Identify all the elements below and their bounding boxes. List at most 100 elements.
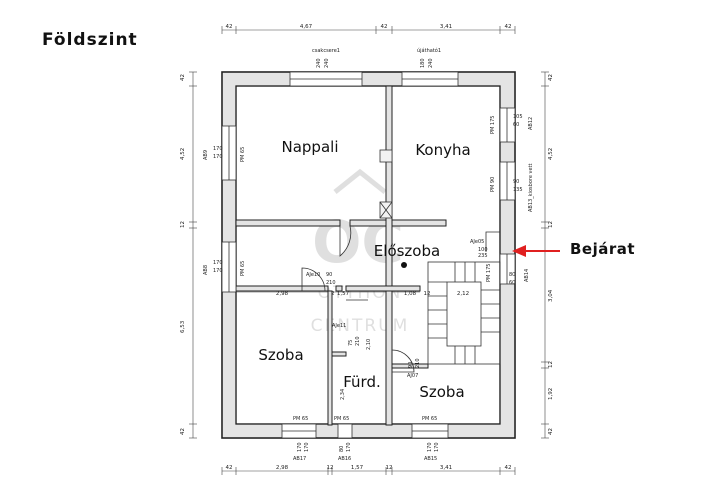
dim-left-2: 4,52: [180, 148, 186, 160]
ab17-h: 170: [304, 442, 310, 452]
room-bathroom-label: Fürd.: [343, 373, 381, 391]
dim-bottom-2: 2,98: [276, 465, 289, 471]
hall-light-marker: [401, 262, 407, 268]
room-hall-label: Előszoba: [374, 242, 440, 260]
dim-int-4: 12: [424, 291, 431, 297]
ab12-w: 105: [513, 114, 523, 120]
watermark-line2: CENTRUM: [311, 316, 410, 336]
ab8-name: AB8: [203, 265, 209, 275]
watermark-roof-icon: [333, 168, 387, 194]
door-living: [339, 225, 352, 257]
door-entrance: [485, 231, 500, 252]
windows: [221, 71, 516, 439]
ab8-w: 170: [213, 260, 223, 266]
ab17-w: 170: [297, 442, 303, 452]
dim-top-1: 42: [226, 24, 233, 30]
aj05-w: 100: [478, 247, 488, 253]
window-ab16: [337, 423, 353, 439]
ab14-name: AB14: [524, 269, 530, 282]
dim-right-6: 1,92: [548, 388, 554, 400]
ab17-name: AB17: [293, 456, 306, 462]
ab14-w: 80: [509, 272, 515, 278]
window-top-right-label: újátható1: [417, 47, 441, 54]
page-title: Földszint: [42, 30, 138, 50]
ab15-w: 170: [427, 442, 433, 452]
ab14-h: 60: [509, 280, 515, 286]
dim-right-1: 42: [548, 74, 554, 81]
window-top-right-h: 240: [428, 58, 434, 68]
dim-bottom-6: 3,41: [440, 465, 452, 471]
ab15-name: AB15: [424, 456, 437, 462]
ab8-pm: PM 65: [240, 261, 246, 276]
dim-bottom-7: 42: [505, 465, 512, 471]
ab8-h: 170: [213, 268, 223, 274]
dim-bottom-5: 12: [386, 465, 393, 471]
ab17-pm: PM 65: [293, 416, 308, 422]
dim-right-3: 12: [548, 221, 554, 228]
ab9-w: 170: [213, 146, 223, 152]
dim-int-1: 2,98: [276, 291, 289, 297]
ab16-h: 170: [346, 442, 352, 452]
dimension-texts: 42 4,67 42 3,41 42 42 2,98 12 1,57 12 3,…: [180, 24, 554, 471]
ab13-h: 135: [513, 187, 523, 193]
aj11-name: AJe11: [332, 323, 346, 329]
dim-left-1: 42: [180, 74, 186, 81]
door-room-right: [391, 349, 415, 373]
staircase: [427, 261, 501, 365]
ab13-name: AB13_kiosbore vett: [528, 163, 534, 212]
aj10-h: 210: [326, 280, 336, 286]
dim-left-5: 42: [180, 428, 186, 435]
dim-top-2: 4,67: [300, 24, 313, 30]
window-top-left-h: 240: [324, 58, 330, 68]
aj10-w: 90: [326, 272, 332, 278]
window-top-right-w: 180: [420, 58, 426, 68]
dim-top-3: 42: [381, 24, 388, 30]
entrance-label: Bejárat: [570, 240, 636, 258]
ab16-pm: PM 65: [334, 416, 349, 422]
misc-a: 2,10: [366, 339, 372, 350]
aj07-name: AJ07: [407, 373, 418, 379]
ab9-name: AB9: [203, 150, 209, 160]
dim-bottom-1: 42: [226, 465, 233, 471]
door-room-left: [301, 267, 326, 292]
dim-left-4: 6,53: [180, 320, 186, 333]
aj11-h: 210: [355, 336, 361, 346]
aj07-h: 210: [415, 358, 421, 368]
ab15-pm: PM 65: [422, 416, 437, 422]
window-top-left-label: csakcsere1: [312, 48, 340, 54]
ab13-pm: PM 90: [490, 177, 496, 192]
room-left-label: Szoba: [258, 346, 303, 364]
aj10-name: AJe10: [306, 272, 320, 278]
fixtures: [379, 149, 393, 219]
ab16-w: 80: [339, 446, 345, 452]
dim-bottom-3: 12: [327, 465, 334, 471]
window-top-left-w: 240: [316, 58, 322, 68]
dim-int-3: 1,08: [404, 291, 417, 297]
dim-int-5: 2,12: [457, 291, 469, 297]
room-kitchen-label: Konyha: [415, 141, 470, 159]
window-ab12: [499, 107, 516, 143]
ab13-w: 90: [513, 179, 519, 185]
ab12-h: 60: [513, 122, 519, 128]
dim-top-4: 3,41: [440, 24, 452, 30]
aj05-name: AJe05: [470, 239, 484, 245]
dim-left-3: 12: [180, 221, 186, 228]
room-living-label: Nappali: [282, 138, 339, 156]
aj05-h: 235: [478, 253, 488, 259]
room-labels: Nappali Konyha Előszoba Szoba Fürd. Szob…: [258, 138, 470, 401]
opening-tags: csakcsere1 240 240 újátható1 180 240 AB9…: [203, 47, 534, 462]
ab14-pm: PM 175: [486, 264, 492, 282]
interior-walls: [235, 85, 447, 426]
ab15-h: 170: [434, 442, 440, 452]
dim-int-2: 1,57: [337, 291, 350, 297]
dim-right-2: 4,52: [548, 148, 554, 160]
dim-bottom-4: 1,57: [351, 465, 364, 471]
dim-right-7: 42: [548, 428, 554, 435]
doors: [301, 225, 500, 373]
window-ab13: [499, 161, 516, 201]
dim-right-5: 12: [548, 361, 554, 368]
aj11-w: 75: [348, 340, 354, 346]
ab16-name: AB16: [338, 456, 351, 462]
misc-b: 2,34: [340, 389, 346, 400]
